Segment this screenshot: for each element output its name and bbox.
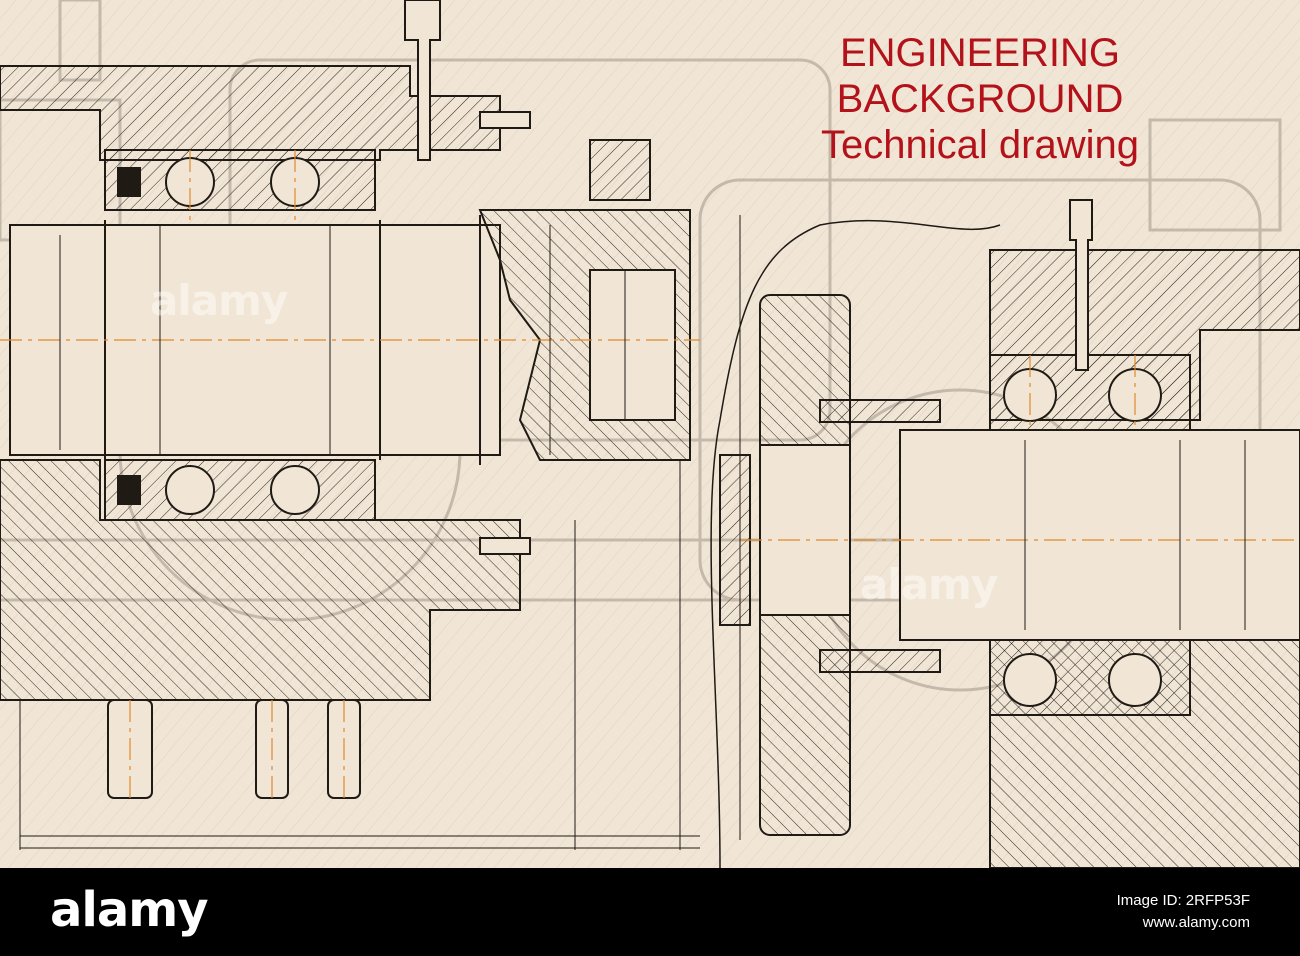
collar [589,139,651,201]
title-line-2: BACKGROUND [836,77,1124,121]
image-id: Image ID: 2RFP53F [1116,892,1250,909]
right-assembly [710,199,1300,868]
flange-right-lower [819,649,941,673]
gear-hub-right [759,444,851,616]
grease-nipple-right [1069,199,1093,371]
site-url: www.alamy.com [1142,914,1250,931]
right-shaft [899,429,1300,641]
break-line [710,219,1001,868]
title-line-1: ENGINEERING [839,31,1121,75]
watermark-logo: alamy [150,276,288,325]
small-screw-lower [479,537,531,555]
flange-right [819,399,941,423]
footer-bar: alamy Image ID: 2RFP53F www.alamy.com [0,868,1300,956]
title-line-3: Technical drawing [821,123,1139,167]
left-housing [0,65,501,161]
hub-bore [589,269,676,421]
dimension-lines [19,215,1246,850]
grease-nipple-top [404,0,441,161]
footer-logo: alamy [50,882,209,938]
watermark-logo-2: alamy [860,560,998,609]
bearing-upper-left [104,149,376,211]
footer-info: Image ID: 2RFP53F www.alamy.com [1117,890,1250,934]
seal-rings-left [117,167,141,505]
centerlines [0,150,1300,800]
small-screw [479,111,531,129]
title-block: ENGINEERING BACKGROUND Technical drawing [780,30,1180,168]
bearing-lower-left [104,459,376,521]
technical-drawing [0,0,1300,868]
